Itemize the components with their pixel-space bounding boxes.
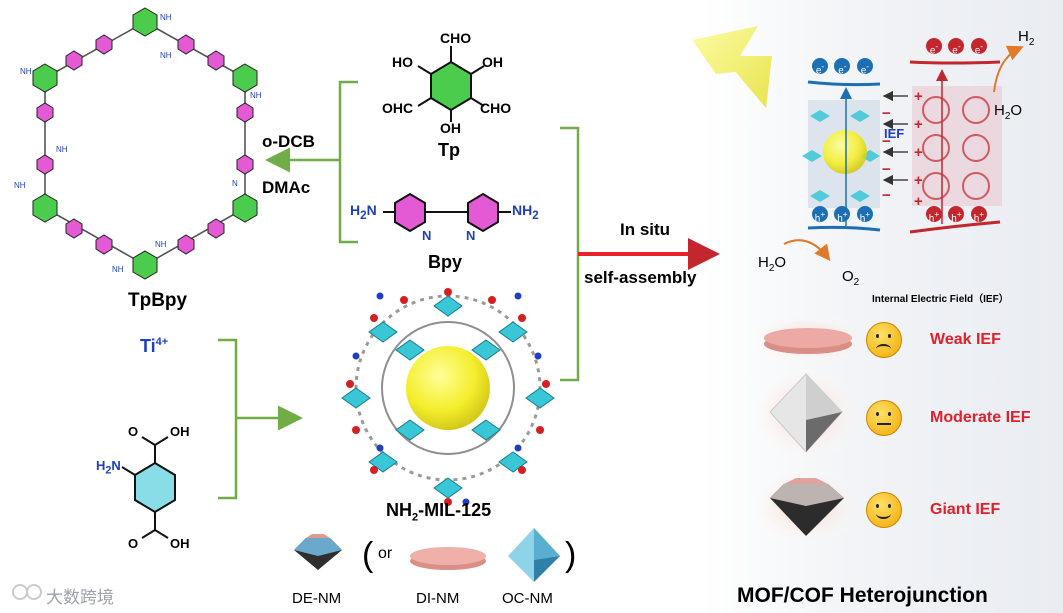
holes-cof: h+ h+ h+	[926, 206, 987, 226]
svg-text:+: +	[914, 144, 923, 161]
oc-nm-label: OC-NM	[502, 590, 553, 607]
nh2-mil-125-structure	[341, 288, 555, 506]
hole-icon: h+	[948, 206, 965, 224]
h2-label: H2	[1018, 28, 1035, 48]
assembly-bracket	[560, 126, 580, 382]
dmac-label: DMAc	[262, 178, 311, 197]
de-nm-label: DE-NM	[292, 590, 342, 607]
aminoterephthalic-acid-molecule	[121, 436, 176, 539]
tp-ohc-left: OHC	[382, 100, 414, 116]
bpy-n2: N	[466, 228, 476, 243]
electron-icon: e-	[856, 58, 873, 76]
ti-label: Ti4+	[140, 336, 169, 356]
watermark-text: 大数跨境	[46, 588, 114, 608]
electron-icon: e-	[970, 38, 987, 56]
linker-o-top: O	[128, 424, 139, 439]
ief-label: IEF	[884, 126, 905, 141]
svg-text:−: −	[882, 187, 891, 204]
sad-face-icon	[866, 322, 902, 358]
electron-icon: e-	[834, 58, 851, 76]
h2o-cof-label: H2O	[994, 102, 1023, 122]
svg-text:NH: NH	[155, 240, 167, 249]
tp-ho-left: HO	[392, 54, 413, 70]
tp-oh-right: OH	[482, 54, 503, 70]
synthesis-bracket-cof	[265, 80, 358, 244]
svg-text:NH: NH	[20, 67, 32, 76]
ief-level-label: Giant IEF	[930, 501, 1001, 518]
tpbpy-label: TpBpy	[128, 290, 188, 311]
h2o-mof-label: H2O	[758, 254, 787, 274]
holes-mof: h+ h+ h+	[812, 206, 873, 226]
bpy-molecule	[383, 192, 511, 233]
electron-icon: e-	[812, 58, 828, 76]
electron-icon: e-	[948, 38, 965, 56]
svg-text:NH: NH	[14, 181, 26, 190]
tp-cho-top: CHO	[440, 30, 472, 46]
heterojunction-title: MOF/COF Heterojunction	[737, 584, 988, 607]
odcb-label: o-DCB	[262, 132, 315, 151]
svg-text:−: −	[882, 133, 891, 150]
mil-125-label: NH2-MIL-125	[386, 500, 492, 524]
svg-text:NH: NH	[56, 145, 68, 154]
svg-text:N: N	[232, 179, 238, 188]
tp-oh-bottom: OH	[440, 120, 461, 136]
o2-label: O2	[842, 268, 860, 288]
synthesis-bracket-mof	[218, 338, 303, 500]
tpbpy-cof-structure: NH NH NH N NH NH NH NH NH	[14, 7, 262, 280]
hole-icon: h+	[856, 206, 873, 224]
or-label: or	[378, 545, 393, 562]
hole-icon: h+	[970, 206, 987, 224]
open-paren: (	[362, 536, 374, 574]
close-paren: )	[565, 536, 577, 574]
ief-level-label: Weak IEF	[930, 331, 1001, 348]
ief-legend-shapes	[746, 313, 870, 546]
morphology-legend	[294, 528, 560, 582]
tp-label: Tp	[438, 140, 460, 160]
svg-text:NH: NH	[112, 265, 124, 274]
svg-text:+: +	[914, 88, 923, 105]
electrons-cof: e- e- e-	[926, 38, 987, 58]
bpy-label: Bpy	[428, 252, 463, 272]
bpy-n1: N	[422, 228, 432, 243]
watermark-logo-icon	[12, 584, 42, 600]
di-nm-label: DI-NM	[416, 590, 460, 607]
bpy-h2n: H2N	[350, 202, 377, 222]
svg-text:+: +	[914, 193, 923, 210]
linker-o-bottom: O	[128, 536, 139, 551]
ief-level-label: Moderate IEF	[930, 409, 1031, 426]
linker-oh-bottom: OH	[170, 536, 190, 551]
svg-text:+: +	[914, 116, 923, 133]
svg-text:+: +	[914, 172, 923, 189]
linker-oh-top: OH	[170, 424, 190, 439]
heterojunction-diagram: + + + + + − − − −	[783, 45, 1024, 262]
ief-caption: Internal Electric Field（IEF）	[872, 294, 1009, 305]
bpy-nh2: NH2	[512, 202, 539, 222]
svg-text:−: −	[882, 105, 891, 122]
tp-molecule	[417, 46, 485, 122]
electrons-mof: e- e- e-	[812, 58, 873, 78]
hole-icon: h+	[834, 206, 851, 224]
linker-h2n: H2N	[96, 458, 121, 477]
svg-text:NH: NH	[160, 13, 172, 22]
happy-face-icon	[866, 492, 902, 528]
tp-cho-right: CHO	[480, 100, 512, 116]
svg-text:−: −	[882, 161, 891, 178]
electron-icon: e-	[926, 38, 942, 56]
in-situ-label: In situ	[620, 220, 671, 239]
hole-icon: h+	[926, 206, 942, 224]
svg-text:NH: NH	[160, 51, 172, 60]
hole-icon: h+	[812, 206, 828, 224]
self-assembly-label: self-assembly	[584, 268, 697, 287]
svg-text:NH: NH	[250, 91, 262, 100]
neutral-face-icon	[866, 400, 902, 436]
light-bolt-icon	[692, 26, 772, 108]
